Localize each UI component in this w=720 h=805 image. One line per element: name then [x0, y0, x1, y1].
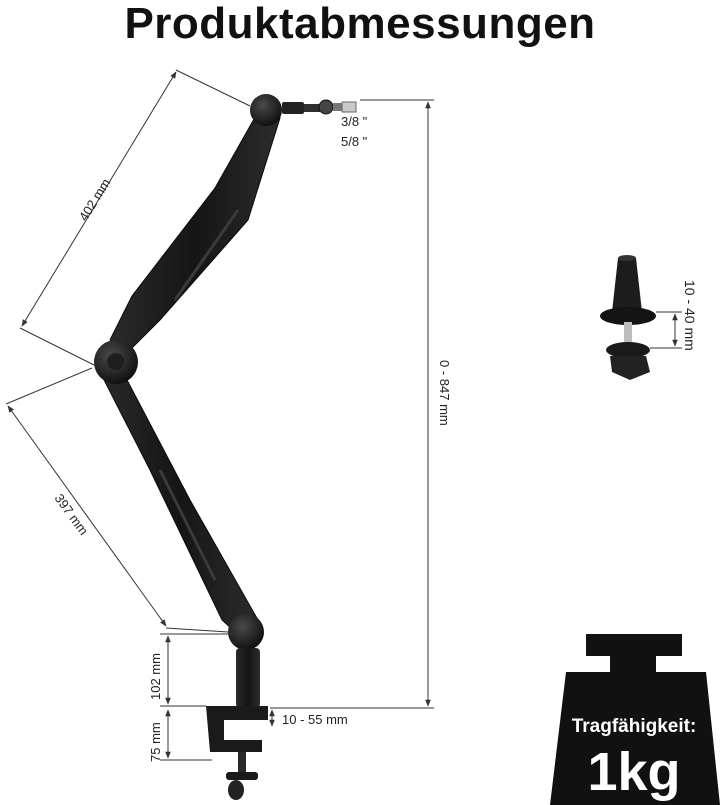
mount-block	[282, 102, 304, 114]
mount-thread	[333, 103, 342, 111]
clamp-opening-label: 10 - 55 mm	[282, 712, 348, 727]
upper-arm-label: 402 mm	[76, 176, 114, 224]
thread-label-b: 5/8 "	[341, 134, 368, 149]
ext-upper-top	[175, 69, 251, 107]
grommet-nut	[610, 356, 650, 380]
grommet-mount	[600, 255, 656, 380]
dimension-lines	[5, 69, 682, 761]
grommet-bolt	[624, 322, 632, 346]
grommet-post	[612, 258, 642, 312]
clamp-plate	[226, 772, 258, 780]
ext-lower-bottom	[165, 627, 229, 633]
weight-badge: Tragfähigkeit: 1kg	[550, 634, 720, 805]
grommet-washer	[606, 342, 650, 358]
top-joint	[250, 94, 282, 126]
page-title: Produktabmessungen	[124, 0, 596, 48]
riser-label: 102 mm	[148, 653, 163, 700]
boom-arm	[94, 94, 357, 800]
ext-lower-top	[5, 367, 93, 405]
weight-value: 1kg	[587, 742, 680, 802]
dim-upper-arm	[21, 71, 177, 327]
dim-lower-arm	[7, 405, 167, 627]
clamp-knob	[228, 780, 244, 800]
riser-post	[236, 648, 260, 708]
clamp-height-label: 75 mm	[148, 722, 163, 762]
ext-upper-bottom	[19, 327, 97, 367]
height-label: 0 - 847 mm	[437, 360, 452, 426]
grommet-label: 10 - 40 mm	[682, 280, 698, 351]
desk-clamp	[206, 706, 268, 752]
weight-label: Tragfähigkeit:	[572, 716, 697, 737]
weight-body	[550, 672, 720, 805]
upper-arm-slot	[173, 209, 240, 301]
mount-shaft	[304, 104, 320, 112]
grommet-flange	[600, 307, 656, 325]
bottom-joint	[228, 614, 264, 650]
thread-adapter	[341, 101, 357, 113]
grommet-post-top	[618, 255, 636, 261]
upper-arm	[109, 111, 281, 353]
mount-knob	[318, 99, 334, 115]
lower-arm-slot	[158, 469, 217, 581]
middle-joint-cap	[106, 352, 126, 372]
thread-label-a: 3/8 "	[341, 114, 368, 129]
weight-handle	[586, 634, 682, 672]
clamp-screw	[238, 752, 246, 774]
